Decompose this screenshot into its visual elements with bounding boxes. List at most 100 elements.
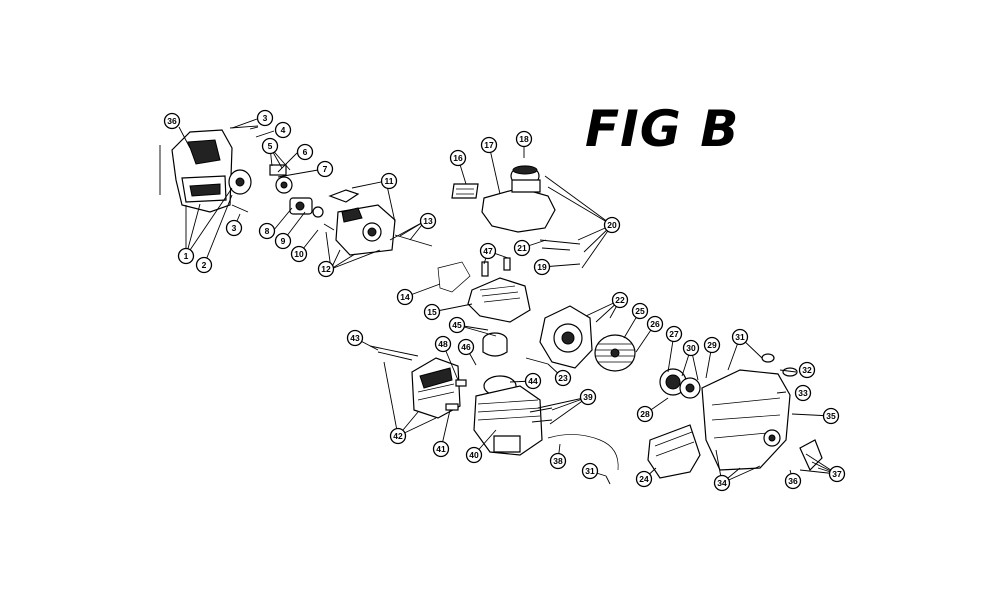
svg-text:31: 31 <box>735 332 745 342</box>
callout-45: 45 <box>448 316 466 334</box>
svg-text:29: 29 <box>707 340 717 350</box>
callout-37: 37 <box>828 465 846 483</box>
svg-text:37: 37 <box>832 469 842 479</box>
figure-title: FIG B <box>585 100 740 158</box>
callout-6: 6 <box>296 143 314 161</box>
svg-text:46: 46 <box>461 342 471 352</box>
callout-24: 24 <box>635 470 653 488</box>
svg-text:15: 15 <box>427 307 437 317</box>
callout-18: 18 <box>515 130 533 148</box>
callout-28: 28 <box>636 405 654 423</box>
callout-4: 4 <box>274 121 292 139</box>
svg-text:28: 28 <box>640 409 650 419</box>
svg-text:5: 5 <box>268 141 273 151</box>
svg-text:3: 3 <box>232 223 237 233</box>
svg-text:38: 38 <box>553 456 563 466</box>
callout-42: 42 <box>389 427 407 445</box>
svg-text:7: 7 <box>323 164 328 174</box>
svg-text:36: 36 <box>167 116 177 126</box>
callout-11: 11 <box>380 172 398 190</box>
callout-27: 27 <box>665 325 683 343</box>
callout-25: 25 <box>631 302 649 320</box>
svg-text:18: 18 <box>519 134 529 144</box>
callout-14: 14 <box>396 288 414 306</box>
svg-text:22: 22 <box>615 295 625 305</box>
svg-text:34: 34 <box>717 478 727 488</box>
callout-20: 20 <box>603 216 621 234</box>
svg-text:24: 24 <box>639 474 649 484</box>
callout-36: 36 <box>163 112 181 130</box>
svg-text:17: 17 <box>484 140 494 150</box>
svg-text:42: 42 <box>393 431 403 441</box>
callout-31: 31 <box>581 462 599 480</box>
svg-text:10: 10 <box>294 249 304 259</box>
callout-15: 15 <box>423 303 441 321</box>
callout-22: 22 <box>611 291 629 309</box>
callout-1: 1 <box>177 247 195 265</box>
svg-text:8: 8 <box>265 226 270 236</box>
callout-8: 8 <box>258 222 276 240</box>
callout-38: 38 <box>549 452 567 470</box>
callout-9: 9 <box>274 232 292 250</box>
svg-text:41: 41 <box>436 444 446 454</box>
callout-19: 19 <box>533 258 551 276</box>
callout-43: 43 <box>346 329 364 347</box>
svg-text:6: 6 <box>303 147 308 157</box>
svg-text:23: 23 <box>558 373 568 383</box>
callout-3: 3 <box>256 109 274 127</box>
callout-39: 39 <box>579 388 597 406</box>
svg-text:31: 31 <box>585 466 595 476</box>
callout-31: 31 <box>731 328 749 346</box>
callout-13: 13 <box>419 212 437 230</box>
svg-text:27: 27 <box>669 329 679 339</box>
svg-text:16: 16 <box>453 153 463 163</box>
callout-44: 44 <box>524 372 542 390</box>
svg-text:14: 14 <box>400 292 410 302</box>
svg-text:12: 12 <box>321 264 331 274</box>
callout-32: 32 <box>798 361 816 379</box>
svg-text:39: 39 <box>583 392 593 402</box>
callout-34: 34 <box>713 474 731 492</box>
callout-26: 26 <box>646 315 664 333</box>
callout-5: 5 <box>261 137 279 155</box>
callout-33: 33 <box>794 384 812 402</box>
callout-36: 36 <box>784 472 802 490</box>
callout-10: 10 <box>290 245 308 263</box>
callout-48: 48 <box>434 335 452 353</box>
svg-text:47: 47 <box>483 246 493 256</box>
callout-41: 41 <box>432 440 450 458</box>
svg-text:26: 26 <box>650 319 660 329</box>
svg-text:35: 35 <box>826 411 836 421</box>
svg-text:40: 40 <box>469 450 479 460</box>
callout-47: 47 <box>479 242 497 260</box>
callout-29: 29 <box>703 336 721 354</box>
callout-40: 40 <box>465 446 483 464</box>
callout-30: 30 <box>682 339 700 357</box>
svg-text:48: 48 <box>438 339 448 349</box>
svg-text:11: 11 <box>385 176 394 186</box>
svg-text:43: 43 <box>350 333 360 343</box>
svg-text:1: 1 <box>184 251 189 261</box>
svg-text:36: 36 <box>788 476 798 486</box>
svg-text:25: 25 <box>635 306 645 316</box>
svg-text:30: 30 <box>686 343 696 353</box>
svg-text:45: 45 <box>452 320 462 330</box>
svg-text:3: 3 <box>263 113 268 123</box>
svg-text:9: 9 <box>281 236 286 246</box>
svg-text:2: 2 <box>202 260 207 270</box>
callout-46: 46 <box>457 338 475 356</box>
svg-text:32: 32 <box>802 365 812 375</box>
svg-text:44: 44 <box>528 376 538 386</box>
svg-text:20: 20 <box>607 220 617 230</box>
svg-text:19: 19 <box>537 262 547 272</box>
callout-21: 21 <box>513 239 531 257</box>
callout-23: 23 <box>554 369 572 387</box>
callout-3: 3 <box>225 219 243 237</box>
callout-16: 16 <box>449 149 467 167</box>
callout-12: 12 <box>317 260 335 278</box>
svg-text:21: 21 <box>517 243 527 253</box>
part-drawings <box>159 125 823 485</box>
callout-17: 17 <box>480 136 498 154</box>
svg-text:4: 4 <box>281 125 286 135</box>
